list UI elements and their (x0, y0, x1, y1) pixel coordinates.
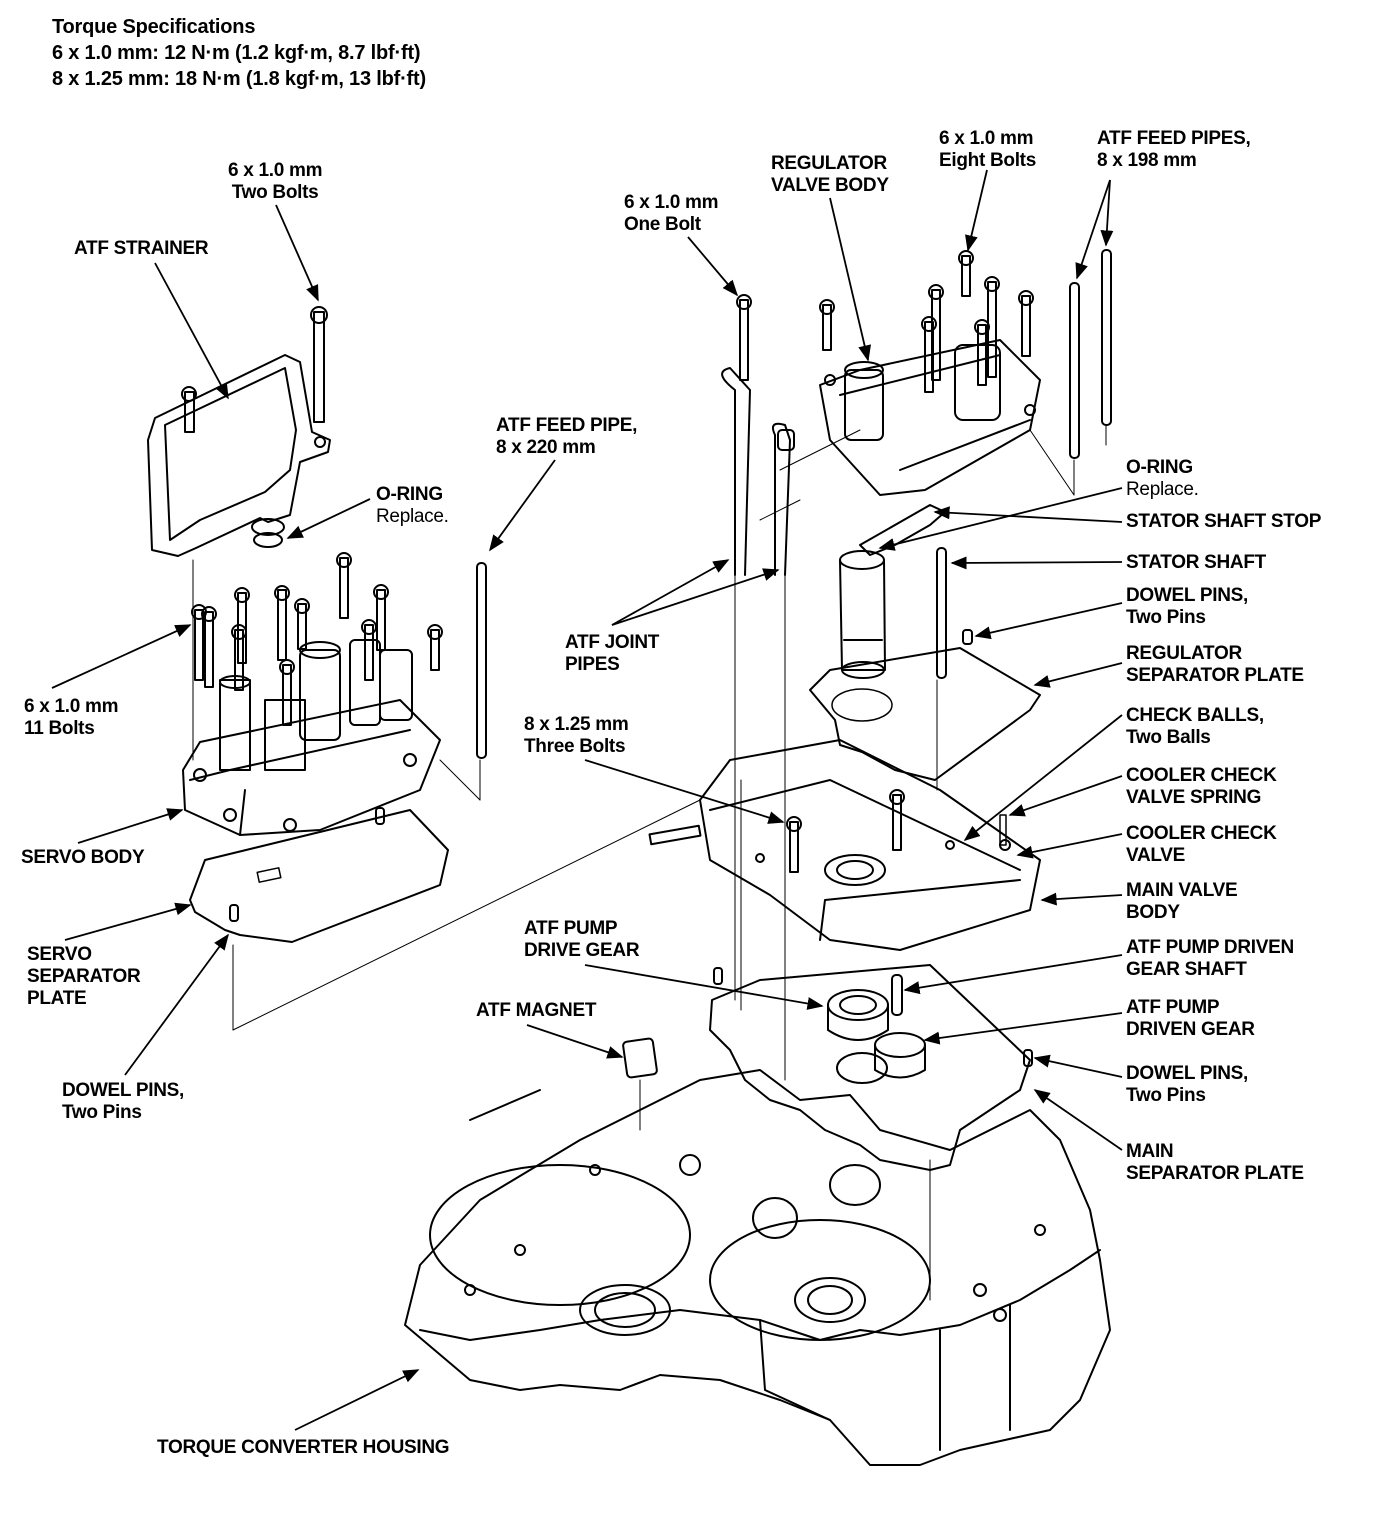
atf-pump-driven-gear-part (875, 1033, 925, 1078)
regulator-separator-plate (810, 648, 1040, 780)
atf-feed-pipes-198 (1070, 250, 1111, 458)
stator-shaft-stop-part (860, 505, 945, 555)
torque-spec-title: Torque Specifications (52, 16, 256, 38)
atf-strainer (148, 355, 330, 556)
label-cooler-check-valve-spring: COOLER CHECK VALVE SPRING (1126, 765, 1277, 808)
label-one-bolt: 6 x 1.0 mm One Bolt (624, 192, 719, 235)
label-check-balls: CHECK BALLS, Two Balls (1126, 705, 1264, 748)
atf-pump-drive-gear-part (828, 990, 888, 1040)
label-strainer-bolts: 6 x 1.0 mm Two Bolts (228, 160, 323, 203)
label-atf-magnet: ATF MAGNET (476, 1000, 597, 1021)
label-pump-driven-gear: ATF PUMP DRIVEN GEAR (1126, 997, 1255, 1040)
dowel-pins-left-parts (230, 808, 384, 921)
label-o-ring-left: O-RING Replace. (376, 484, 449, 527)
pump-driven-gear-shaft-part (892, 975, 902, 1015)
label-torque-converter-housing: TORQUE CONVERTER HOUSING (157, 1437, 450, 1458)
servo-separator-plate (190, 810, 448, 942)
label-atf-feed-pipe-220: ATF FEED PIPE, 8 x 220 mm (496, 415, 638, 458)
label-main-separator-plate: MAIN SEPARATOR PLATE (1126, 1141, 1304, 1184)
label-three-bolts: 8 x 1.25 mm Three Bolts (524, 714, 629, 757)
stator-shaft-part (840, 548, 972, 678)
atf-joint-pipes (722, 368, 794, 575)
servo-bolts (192, 553, 442, 725)
torque-spec-line: 6 x 1.0 mm: 12 N·m (1.2 kgf·m, 8.7 lbf·f… (52, 42, 421, 64)
label-regulator-separator-plate: REGULATOR SEPARATOR PLATE (1126, 643, 1304, 686)
label-atf-pump-drive-gear: ATF PUMP DRIVE GEAR (524, 918, 640, 961)
label-atf-strainer: ATF STRAINER (74, 238, 209, 259)
o-ring-left-part (254, 533, 282, 547)
label-atf-joint-pipes: ATF JOINT PIPES (565, 632, 660, 675)
main-valve-body (650, 740, 1040, 950)
label-dowel-pins-left: DOWEL PINS, Two Pins (62, 1080, 184, 1123)
label-dowel-pins-upper-right: DOWEL PINS, Two Pins (1126, 585, 1248, 628)
regulator-bolts (737, 251, 1033, 392)
main-separator-plate (710, 965, 1030, 1170)
servo-body (183, 640, 440, 835)
atf-feed-pipe-220 (477, 563, 486, 758)
label-dowel-pins-lower-right: DOWEL PINS, Two Pins (1126, 1063, 1248, 1106)
label-o-ring-right: O-RING Replace. (1126, 457, 1199, 500)
label-regulator-valve-body: REGULATOR VALVE BODY (771, 153, 889, 196)
torque-spec-line: 8 x 1.25 mm: 18 N·m (1.8 kgf·m, 13 lbf·f… (52, 68, 426, 90)
label-cooler-check-valve: COOLER CHECK VALVE (1126, 823, 1277, 866)
label-servo-separator-plate: SERVO SEPARATOR PLATE (27, 944, 141, 1009)
label-stator-shaft-stop: STATOR SHAFT STOP (1126, 511, 1322, 532)
projection-lines (193, 425, 1106, 1300)
leader-arrows (52, 170, 1122, 1430)
label-atf-feed-pipes-198: ATF FEED PIPES, 8 x 198 mm (1097, 128, 1251, 171)
torque-converter-housing (405, 1070, 1110, 1465)
label-main-valve-body: MAIN VALVE BODY (1126, 880, 1238, 923)
main-valve-body-bolts (787, 790, 1006, 872)
label-stator-shaft: STATOR SHAFT (1126, 552, 1266, 573)
label-pump-driven-gear-shaft: ATF PUMP DRIVEN GEAR SHAFT (1126, 937, 1294, 980)
torque-specifications: Torque Specifications 6 x 1.0 mm: 12 N·m… (52, 14, 426, 92)
atf-magnet-part (623, 1038, 658, 1078)
strainer-bolts (182, 307, 327, 432)
regulator-valve-body (820, 340, 1040, 495)
label-eight-bolts: 6 x 1.0 mm Eight Bolts (939, 128, 1036, 171)
label-servo-body: SERVO BODY (21, 847, 145, 868)
label-servo-bolts: 6 x 1.0 mm 11 Bolts (24, 696, 119, 739)
